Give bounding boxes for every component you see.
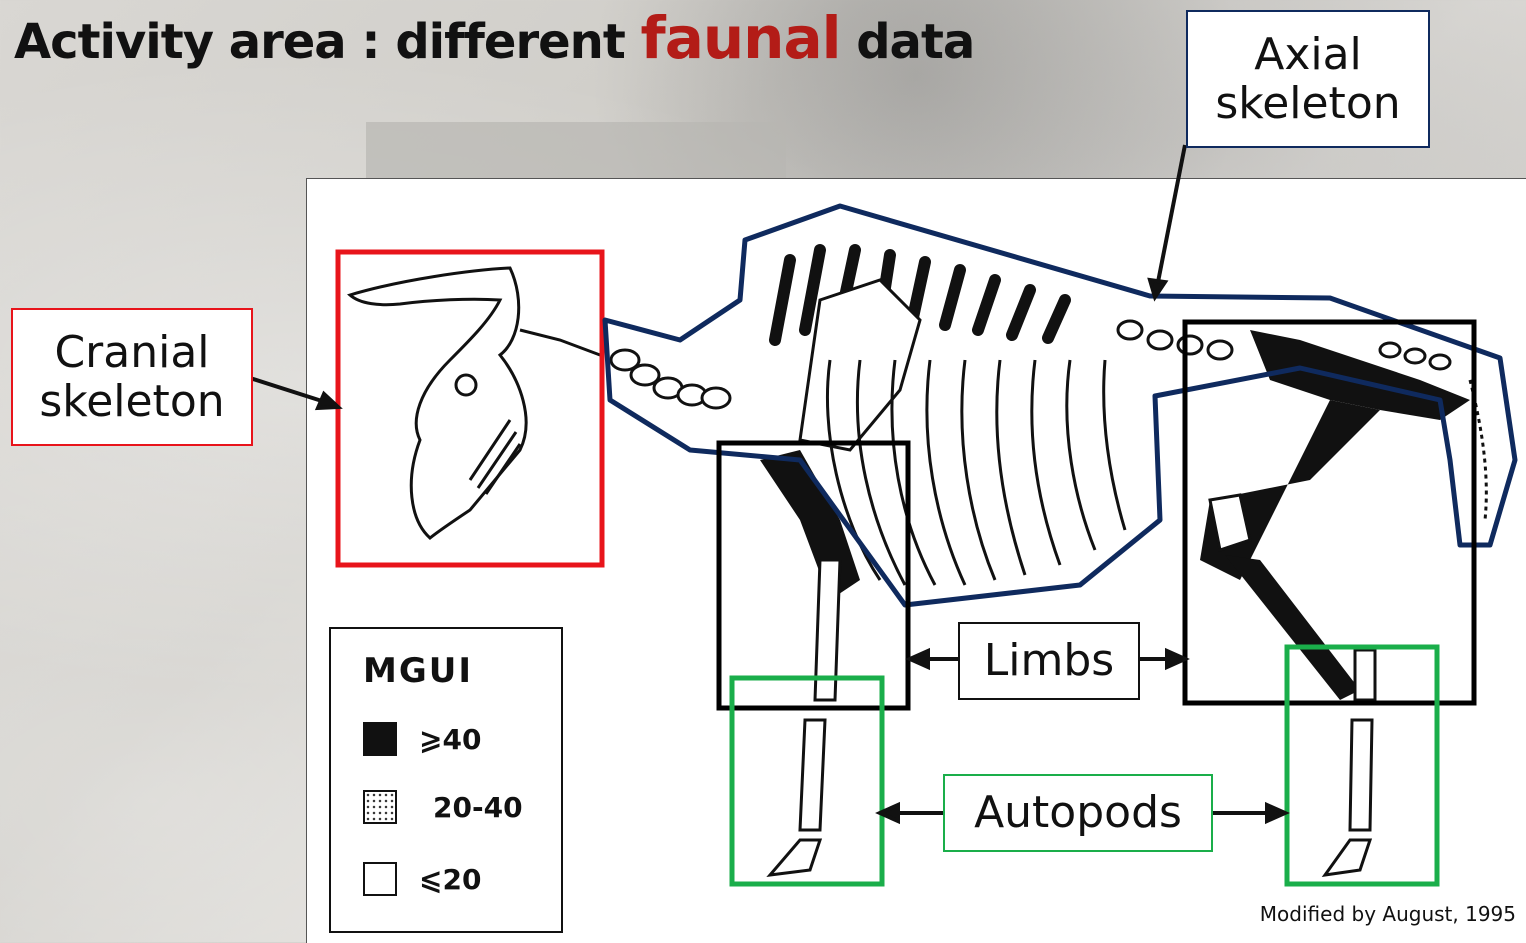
- autopods-label-text: Autopods: [974, 787, 1182, 838]
- front-limb-drawing: [760, 450, 860, 875]
- skull-drawing: [350, 268, 600, 538]
- legend-row-mid: 20-40: [363, 789, 523, 825]
- legend-row-low: ⩽20: [363, 861, 481, 897]
- limbs-label-text: Limbs: [984, 635, 1114, 686]
- axial-skeleton-label-text: Axial skeleton: [1208, 30, 1408, 129]
- cranial-skeleton-label: Cranial skeleton: [11, 308, 253, 446]
- legend-swatch-empty: [363, 862, 397, 896]
- legend-swatch-dotted: [363, 790, 397, 824]
- legend-label-mid: 20-40: [433, 791, 523, 824]
- hind-limb-drawing: [1200, 330, 1470, 875]
- legend-label-low: ⩽20: [419, 863, 481, 896]
- cranial-skeleton-label-text: Cranial skeleton: [32, 328, 232, 427]
- figure-credit: Modified by August, 1995: [1260, 902, 1516, 926]
- legend-label-high: ⩾40: [419, 723, 481, 756]
- axial-skeleton-label: Axial skeleton: [1186, 10, 1430, 148]
- mgui-legend: MGUI ⩾40 20-40 ⩽20: [329, 627, 563, 933]
- limbs-label: Limbs: [958, 622, 1140, 700]
- legend-swatch-solid: [363, 722, 397, 756]
- legend-title: MGUI: [363, 651, 473, 691]
- autopods-label: Autopods: [943, 774, 1213, 852]
- legend-row-high: ⩾40: [363, 721, 481, 757]
